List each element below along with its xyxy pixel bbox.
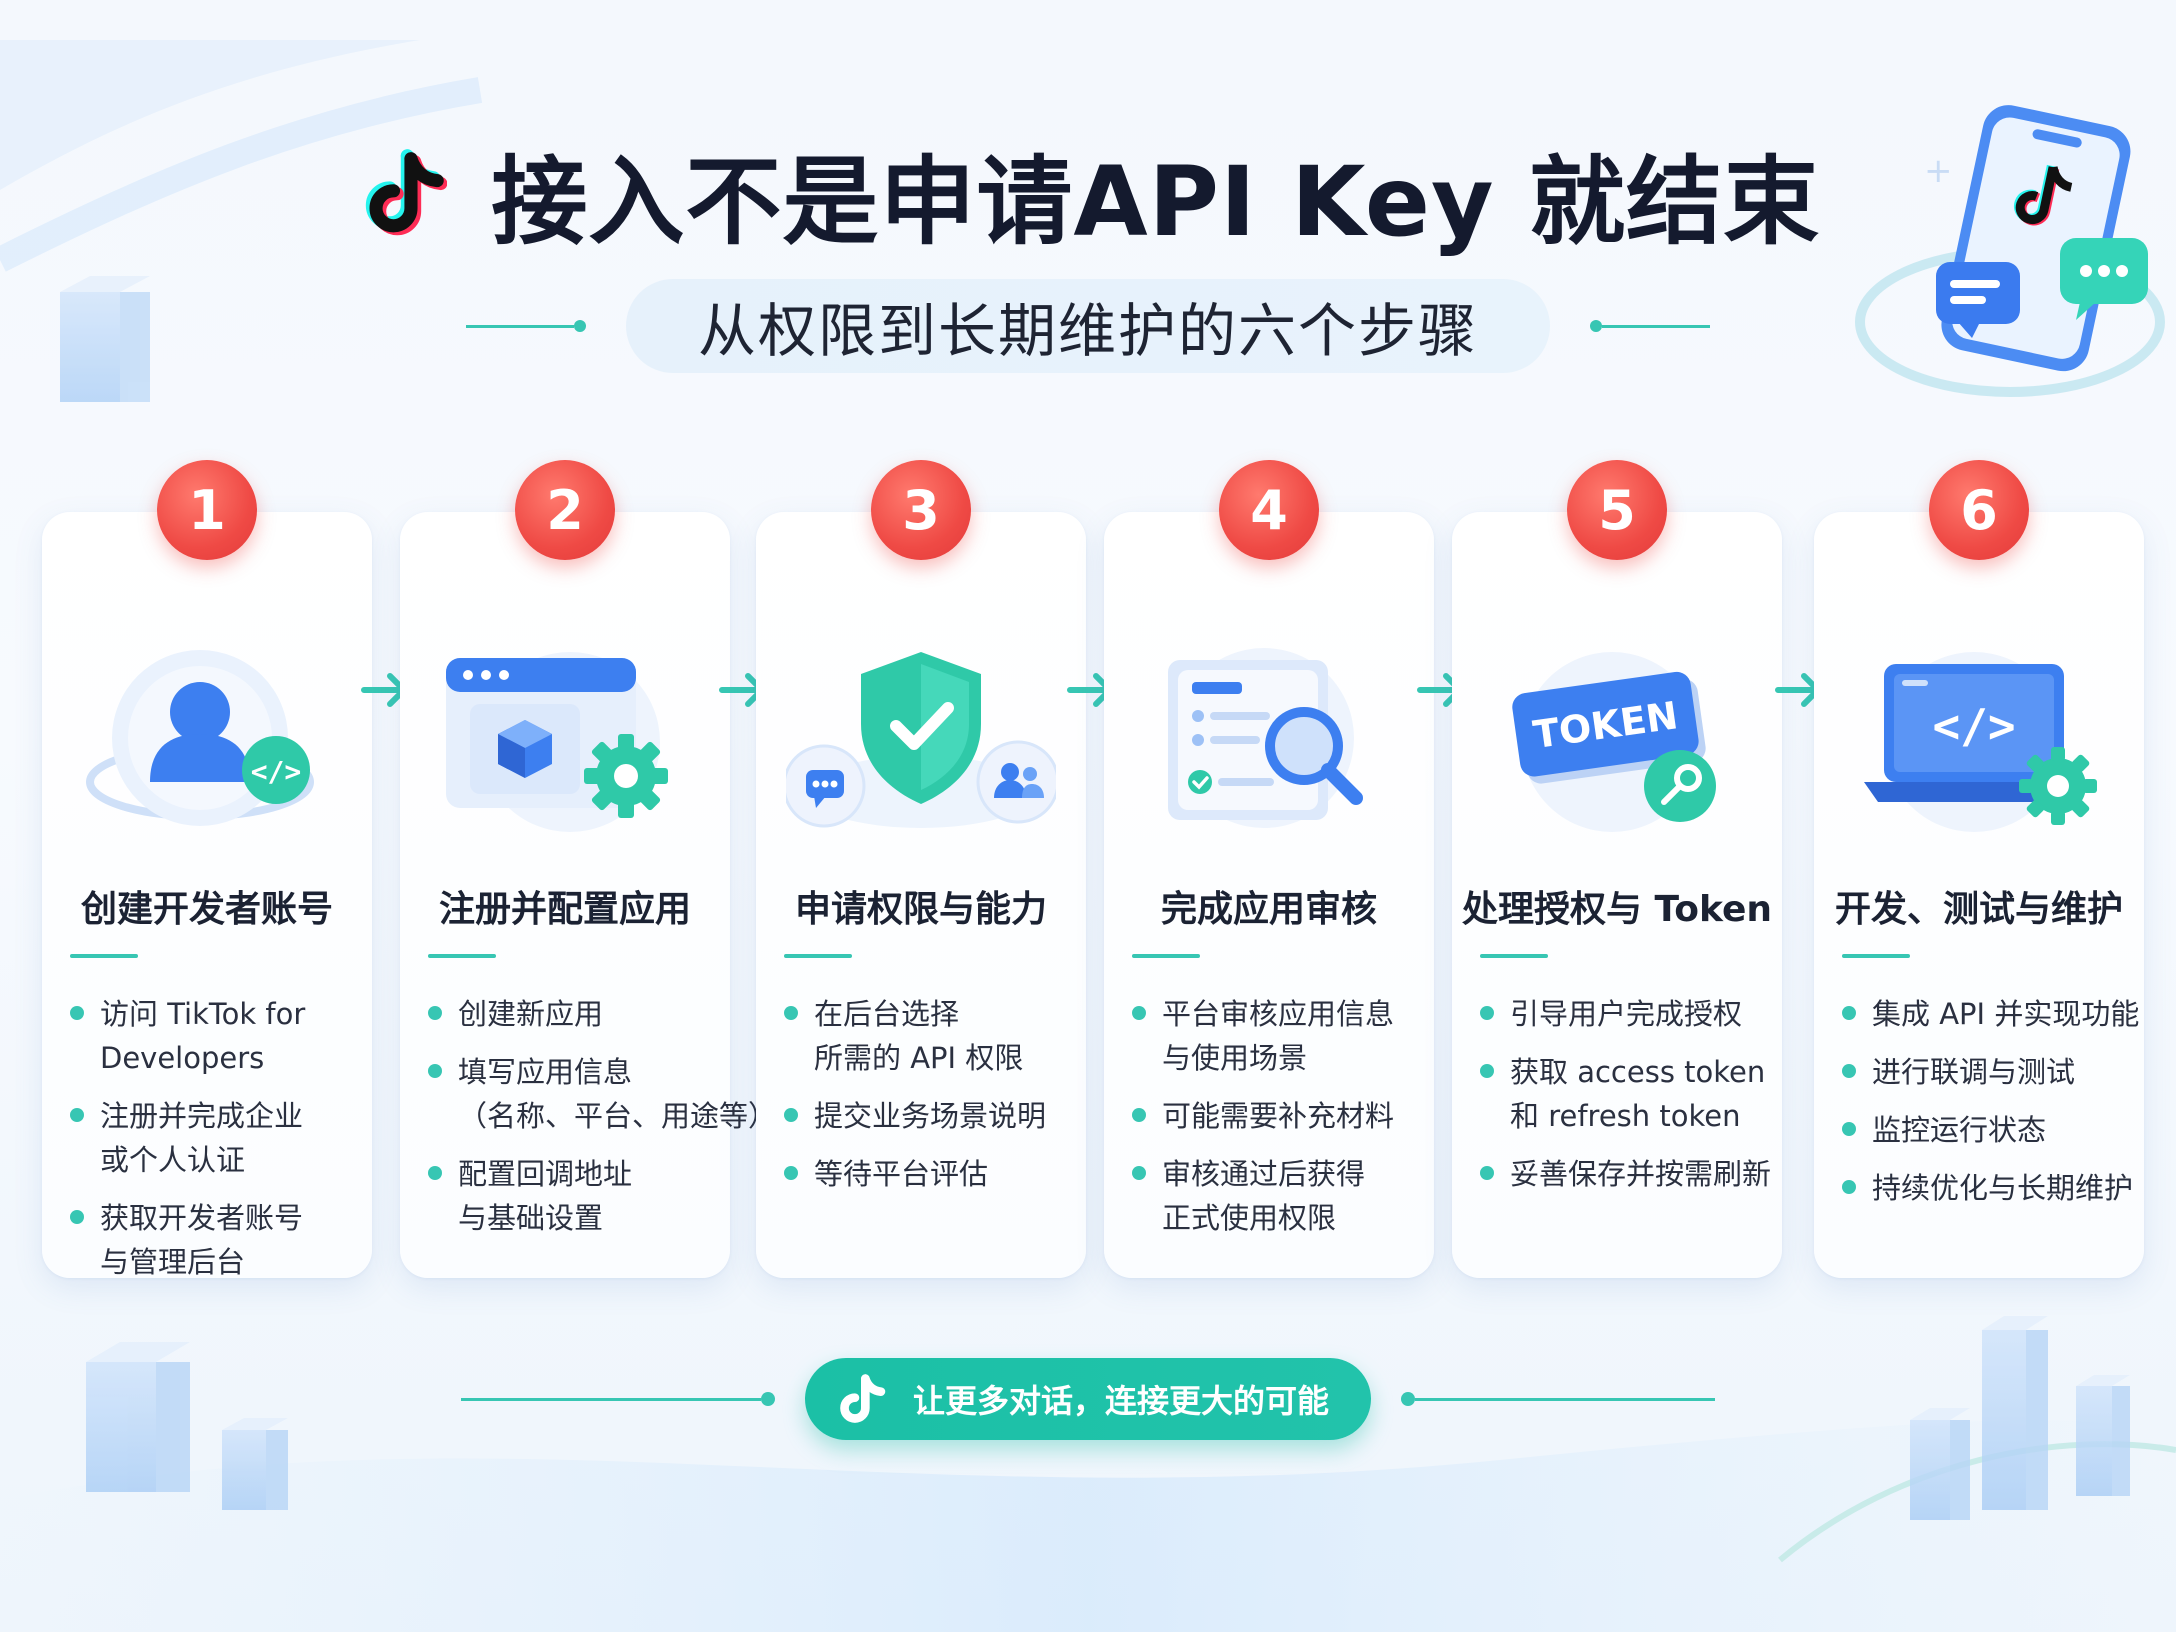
step-card-3: 申请权限与能力 在后台选择所需的 API 权限 提交业务场景说明 等待平台评估	[756, 512, 1086, 1278]
step-bullets: 创建新应用 填写应用信息（名称、平台、用途等） 配置回调地址与基础设置	[428, 992, 777, 1254]
list-item: 配置回调地址与基础设置	[428, 1152, 716, 1240]
title-row: 接入不是申请API Key 就结束	[360, 118, 1820, 268]
header: 接入不是申请API Key 就结束 从权限到长期维护的六个步骤	[0, 0, 2176, 420]
step-title: 开发、测试与维护	[1834, 889, 2123, 930]
list-item: 等待平台评估	[784, 1152, 1072, 1196]
list-item: 注册并完成企业或个人认证	[70, 1094, 358, 1182]
step-number-4: 4	[1219, 460, 1319, 560]
list-item: 妥善保存并按需刷新	[1480, 1152, 1771, 1196]
footer: 让更多对话，连接更大的可能	[0, 1356, 2176, 1442]
document-search-icon	[1134, 642, 1404, 842]
title-underline	[1480, 954, 1548, 958]
user-code-icon: </>	[72, 642, 342, 842]
step-number-5: 5	[1567, 460, 1667, 560]
step-number-2: 2	[515, 460, 615, 560]
footer-label: 让更多对话，连接更大的可能	[912, 1382, 1329, 1420]
step-number-1: 1	[157, 460, 257, 560]
list-item: 集成 API 并实现功能	[1842, 992, 2139, 1036]
list-item: 获取开发者账号与管理后台	[70, 1196, 358, 1284]
list-item: 在后台选择所需的 API 权限	[784, 992, 1072, 1080]
footer-banner: 让更多对话，连接更大的可能	[804, 1358, 1371, 1440]
list-item: 填写应用信息（名称、平台、用途等）	[428, 1050, 777, 1138]
step-card-4: 完成应用审核 平台审核应用信息与使用场景 可能需要补充材料 审核通过后获得正式使…	[1104, 512, 1434, 1278]
subtitle-right-divider	[1590, 320, 1710, 332]
list-item: 平台审核应用信息与使用场景	[1132, 992, 1420, 1080]
step-number-6: 6	[1929, 460, 2029, 560]
list-item: 提交业务场景说明	[784, 1094, 1072, 1138]
step-card-5: TOKEN 处理授权与 Token 引导用户完成授权 获取 access tok…	[1452, 512, 1782, 1278]
step-bullets: 集成 API 并实现功能 进行联调与测试 监控运行状态 持续优化与长期维护	[1842, 992, 2139, 1224]
step-card-6: </> 开发、测试	[1814, 512, 2144, 1278]
list-item: 审核通过后获得正式使用权限	[1132, 1152, 1420, 1240]
step-title: 注册并配置应用	[438, 889, 691, 930]
step-bullets: 在后台选择所需的 API 权限 提交业务场景说明 等待平台评估	[784, 992, 1072, 1210]
step-card-2: 注册并配置应用 创建新应用 填写应用信息（名称、平台、用途等） 配置回调地址与基…	[400, 512, 777, 1278]
step-title: 完成应用审核	[1160, 889, 1377, 930]
footer-right-divider	[1401, 1392, 1715, 1406]
list-item: 创建新应用	[428, 992, 716, 1036]
step-title: 创建开发者账号	[80, 889, 333, 930]
tiktok-logo	[840, 1374, 886, 1423]
step-title: 申请权限与能力	[794, 889, 1047, 930]
title-underline	[1132, 954, 1200, 958]
browser-box-gear-icon	[430, 642, 700, 842]
tiktok-logo	[365, 149, 448, 236]
title-underline	[1842, 954, 1910, 958]
list-item: 持续优化与长期维护	[1842, 1166, 2133, 1210]
laptop-code-gear-icon: </>	[1844, 642, 2114, 842]
page-title: 接入不是申请API Key 就结束	[491, 145, 1820, 258]
step-number-3: 3	[871, 460, 971, 560]
svg-text:</>: </>	[1932, 699, 2015, 753]
subtitle: 从权限到长期维护的六个步骤	[625, 279, 1550, 373]
subtitle-left-divider	[465, 320, 586, 332]
step-title: 处理授权与 Token	[1461, 889, 1773, 930]
shield-check-icon	[782, 642, 1060, 842]
list-item: 可能需要补充材料	[1132, 1094, 1420, 1138]
list-item: 进行联调与测试	[1842, 1050, 2130, 1094]
token-key-icon: TOKEN	[1482, 642, 1752, 842]
footer-left-divider	[460, 1392, 775, 1406]
subtitle-row: 从权限到长期维护的六个步骤	[0, 276, 2176, 376]
title-underline	[70, 954, 138, 958]
list-item: 监控运行状态	[1842, 1108, 2130, 1152]
list-item: 引导用户完成授权	[1480, 992, 1768, 1036]
step-bullets: 平台审核应用信息与使用场景 可能需要补充材料 审核通过后获得正式使用权限	[1132, 992, 1420, 1254]
title-underline	[784, 954, 852, 958]
title-underline	[428, 954, 496, 958]
svg-text:</>: </>	[251, 755, 302, 788]
